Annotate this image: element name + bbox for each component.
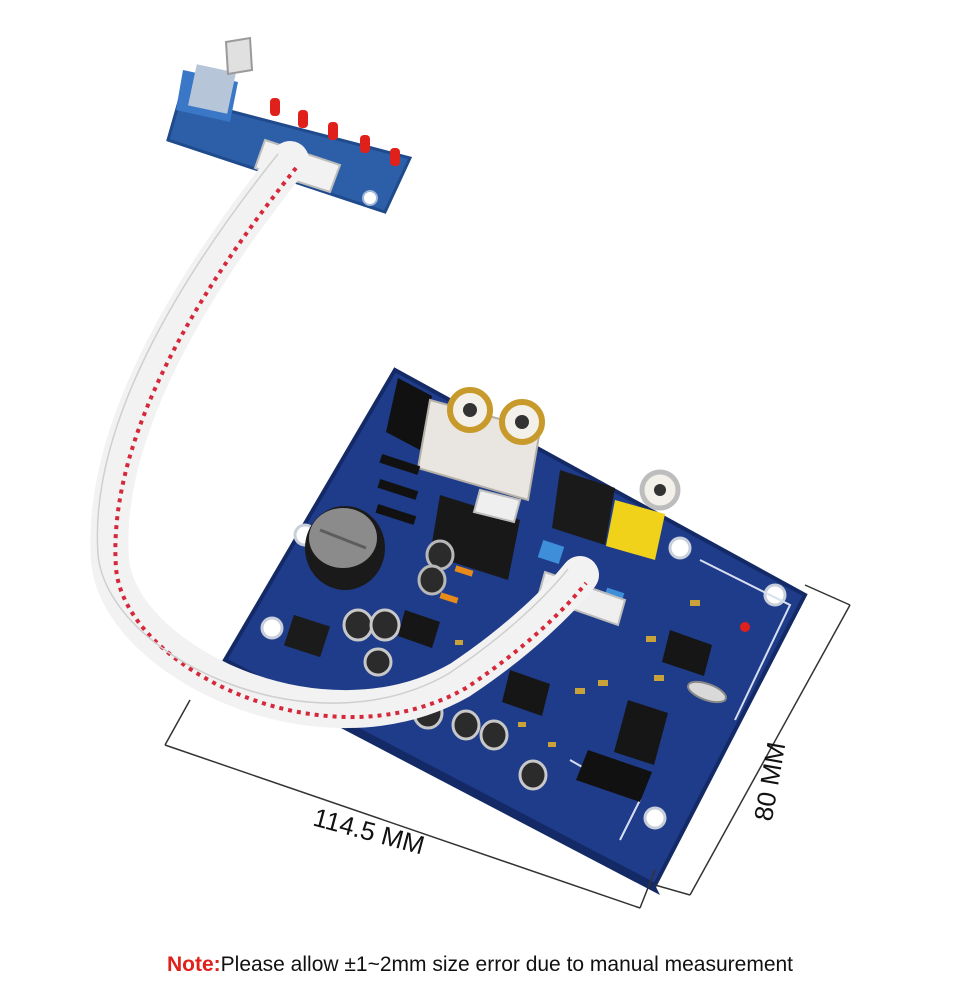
capacitor bbox=[451, 709, 481, 741]
height-dimension bbox=[654, 584, 851, 896]
mounting-hole bbox=[643, 806, 667, 830]
rotary-encoder-casing bbox=[188, 64, 236, 114]
dc-power-jack bbox=[386, 378, 432, 450]
capacitor bbox=[518, 759, 548, 791]
mounting-hole bbox=[260, 616, 284, 640]
mounting-hole-small bbox=[362, 190, 378, 206]
smd-orange-capacitors bbox=[439, 565, 474, 604]
rca-socket-left-hole bbox=[463, 403, 477, 417]
rotary-encoder-shaft bbox=[224, 36, 254, 76]
power-connector bbox=[472, 488, 522, 524]
capacitor bbox=[479, 719, 509, 751]
ribbon-cable-edge bbox=[96, 153, 569, 704]
diode bbox=[379, 454, 421, 475]
capacitor bbox=[342, 608, 374, 642]
dac-chip bbox=[502, 670, 550, 716]
capacitor bbox=[417, 564, 447, 596]
ribbon-cable bbox=[90, 141, 599, 729]
coax-input-block bbox=[606, 500, 665, 560]
capacitor bbox=[369, 608, 401, 642]
width-dimension bbox=[164, 699, 656, 909]
pin-header bbox=[576, 750, 652, 802]
measurement-note: Note:Please allow ±1~2mm size error due … bbox=[0, 953, 960, 977]
power-led bbox=[740, 622, 750, 632]
capacitor-vent bbox=[319, 528, 367, 550]
note-label: Note: bbox=[166, 953, 221, 976]
voltage-regulator bbox=[283, 614, 331, 658]
indicator-leds bbox=[270, 98, 400, 166]
op-amp-chip bbox=[398, 610, 440, 648]
diode bbox=[377, 479, 419, 500]
coax-input-hole bbox=[654, 484, 666, 496]
logic-chip bbox=[614, 700, 668, 765]
silkscreen-outline bbox=[699, 559, 792, 721]
blue-trimmer bbox=[537, 540, 565, 564]
mounting-hole bbox=[668, 536, 692, 560]
receiver-chip bbox=[662, 630, 712, 676]
optical-input bbox=[552, 470, 615, 545]
diode bbox=[375, 504, 417, 525]
capacitor bbox=[363, 647, 393, 677]
note-text: Please allow ±1~2mm size error due to ma… bbox=[220, 953, 794, 976]
crystal-oscillator bbox=[687, 680, 727, 704]
rca-socket-right-hole bbox=[515, 415, 529, 429]
